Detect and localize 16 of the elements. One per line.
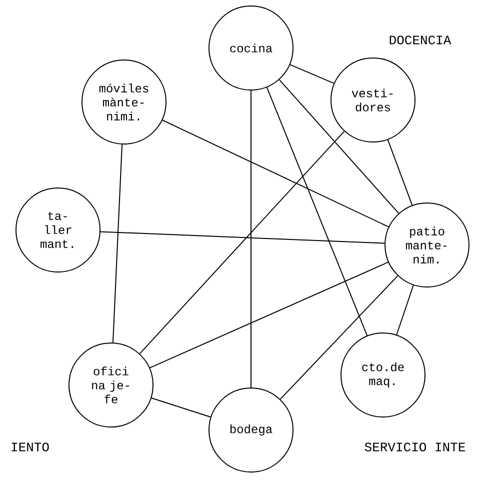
connecting-line <box>266 86 368 336</box>
connecting-line <box>396 284 414 336</box>
connecting-line <box>290 64 334 84</box>
connecting-line <box>150 398 212 418</box>
connecting-line <box>112 144 123 344</box>
connecting-line <box>139 130 345 354</box>
zone-label: DOCENCIA <box>390 36 452 44</box>
connecting-line <box>100 231 386 244</box>
connecting-line <box>280 275 398 400</box>
connecting-line <box>278 79 400 214</box>
connecting-line <box>250 90 252 388</box>
connecting-line <box>162 120 390 228</box>
zone-label: SERVICIO INTE <box>364 442 466 452</box>
zone-label: IENTO <box>12 442 49 452</box>
connecting-line <box>149 262 389 368</box>
connecting-line <box>387 139 413 206</box>
